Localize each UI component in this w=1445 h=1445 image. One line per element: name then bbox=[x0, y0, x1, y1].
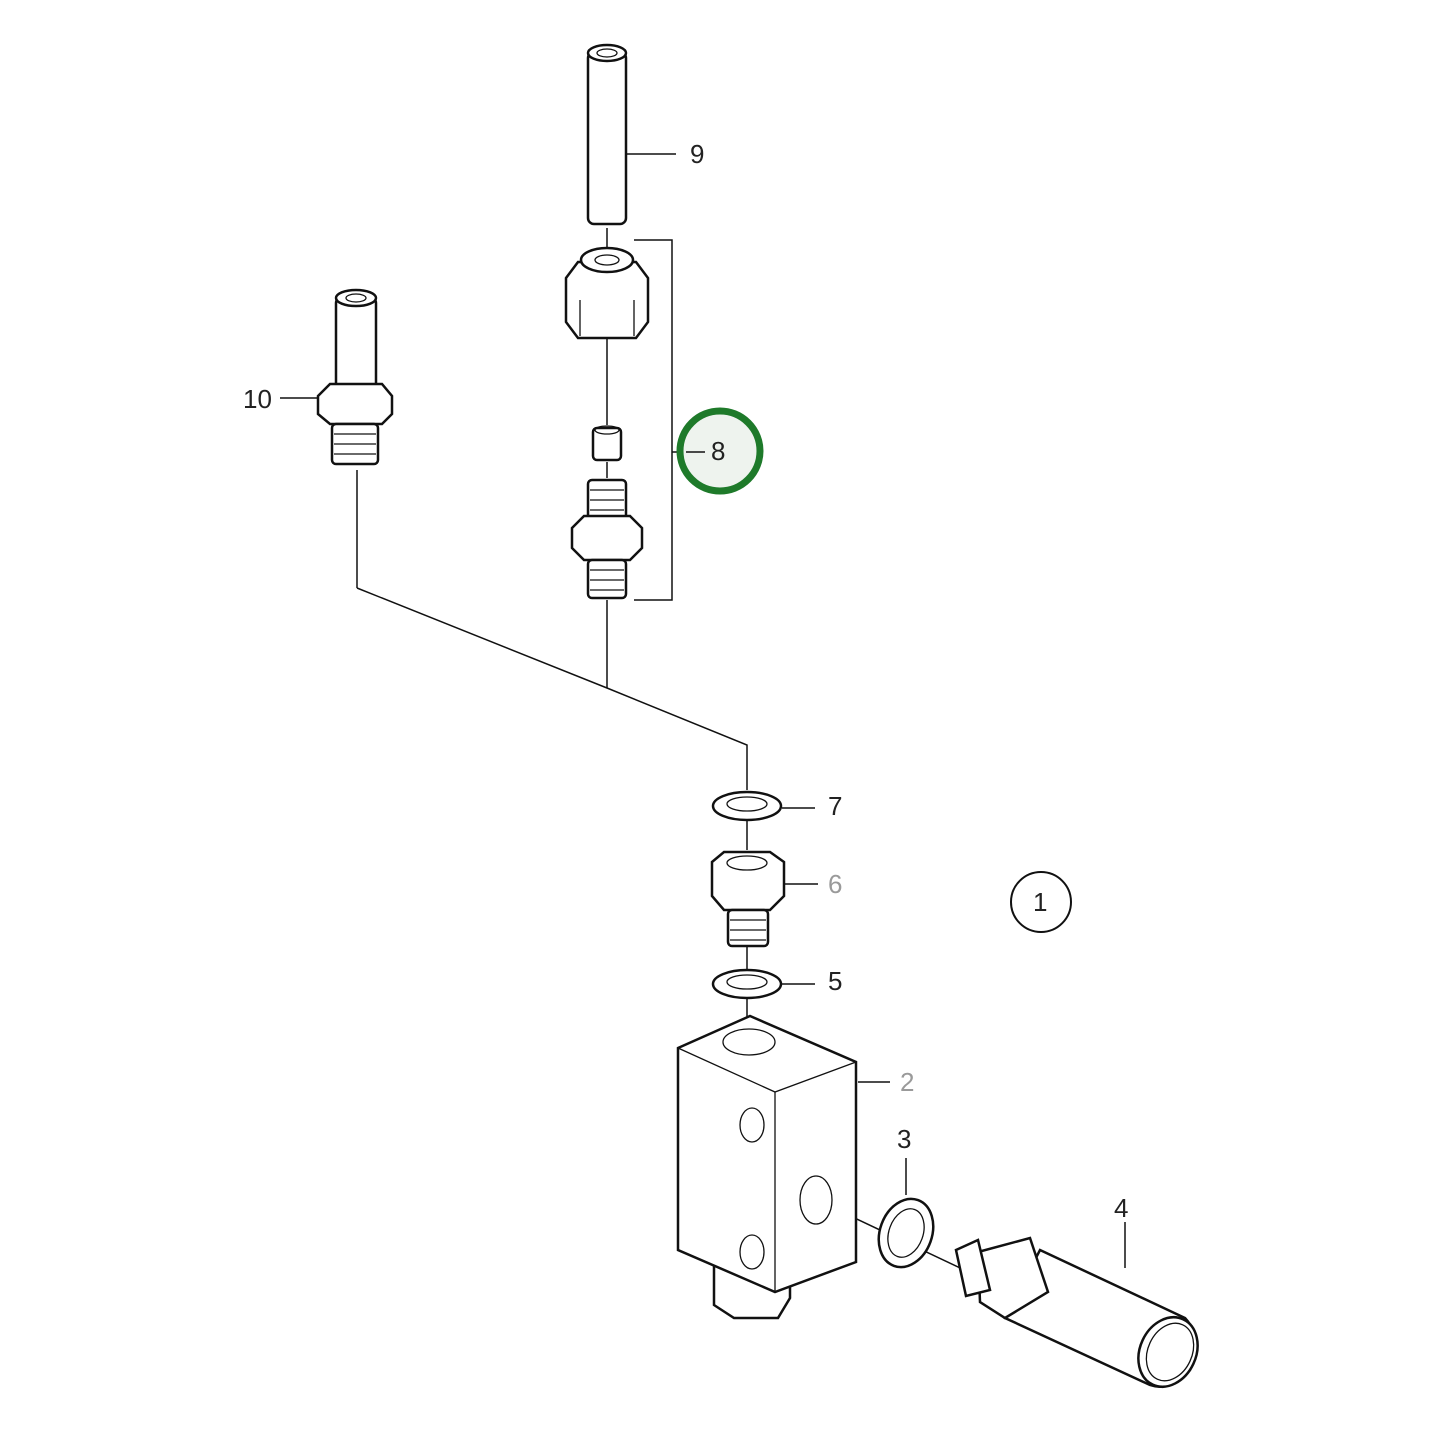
callout-7[interactable]: 7 bbox=[828, 791, 843, 821]
part-7-washer bbox=[711, 790, 815, 822]
callout-9[interactable]: 9 bbox=[690, 139, 705, 169]
part-2-valve-block bbox=[676, 1014, 890, 1320]
assembly-lines bbox=[356, 228, 976, 1276]
highlight-circle bbox=[676, 407, 764, 495]
part-5-washer bbox=[711, 968, 815, 1000]
part-9-pipe bbox=[586, 43, 676, 226]
part-6-adapter bbox=[710, 850, 818, 948]
part-3-washer bbox=[877, 1158, 935, 1269]
part-8-kit bbox=[564, 239, 700, 601]
callout-6[interactable]: 6 bbox=[828, 869, 843, 899]
callout-8[interactable]: 8 bbox=[711, 436, 726, 466]
callout-10[interactable]: 10 bbox=[243, 384, 272, 414]
part-10-hose-nipple bbox=[280, 288, 394, 466]
part-4-sensor bbox=[954, 1222, 1199, 1388]
callout-5[interactable]: 5 bbox=[828, 966, 843, 996]
callout-3[interactable]: 3 bbox=[897, 1124, 912, 1154]
callout-1[interactable]: 1 bbox=[1033, 887, 1048, 917]
callout-2[interactable]: 2 bbox=[900, 1067, 915, 1097]
assembly-circle bbox=[1010, 871, 1072, 933]
callout-4[interactable]: 4 bbox=[1114, 1193, 1129, 1223]
